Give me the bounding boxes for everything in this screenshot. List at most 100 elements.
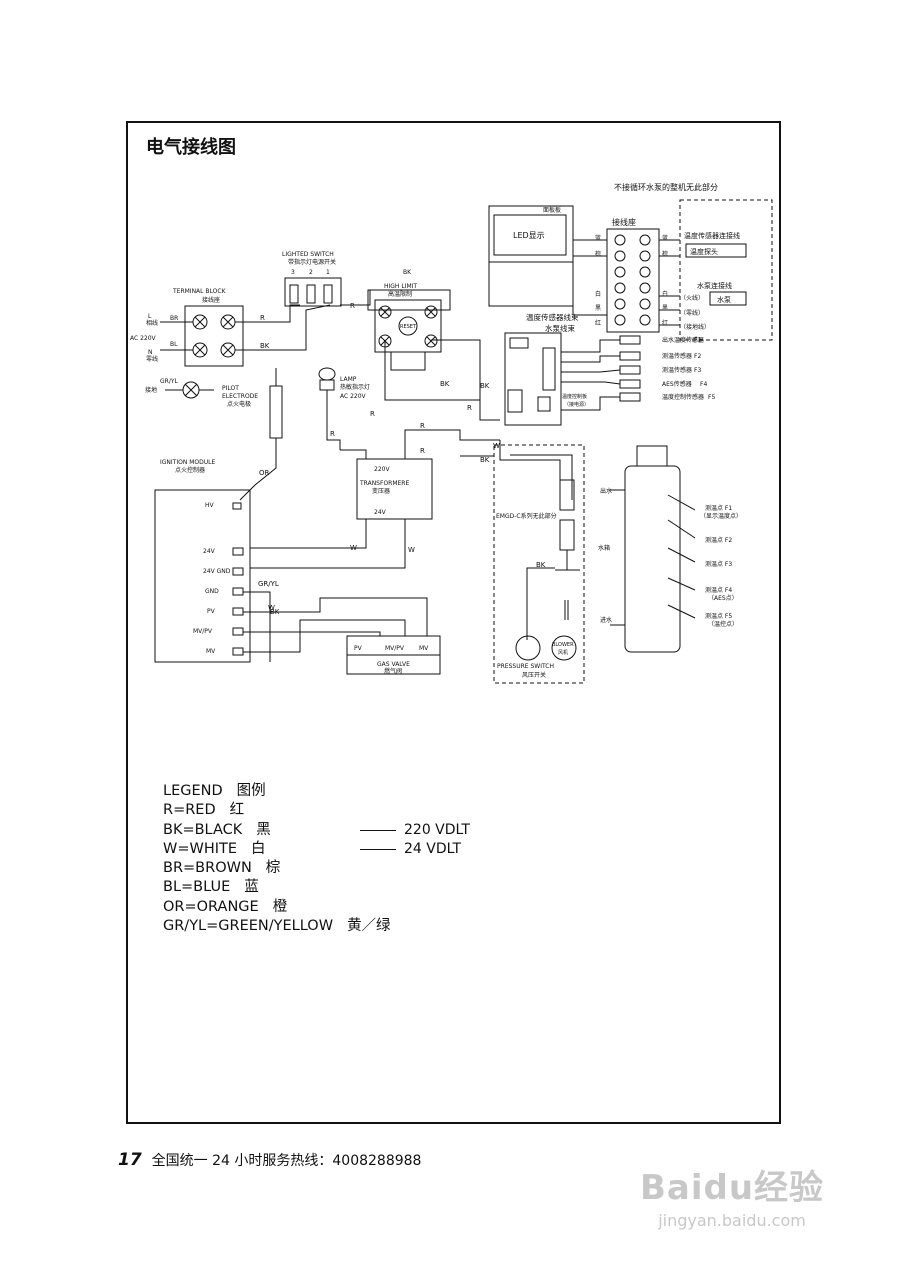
tank-point-4-sub: （AES点） bbox=[708, 594, 738, 602]
lighted-switch-sub: 带指示灯电源开关 bbox=[288, 258, 336, 266]
color-legend: LEGEND 图例 R=RED 红 BK=BLACK 黑 W=WHITE 白 BR=BR… bbox=[163, 782, 391, 936]
tank-label: 水箱 bbox=[598, 544, 610, 552]
voltage-220: 220 VDLT bbox=[360, 821, 470, 840]
legend-code: GR/YL=GREEN/YELLOW bbox=[163, 918, 334, 935]
pump-item-1: （火线） bbox=[680, 294, 704, 302]
wire-r-5: R bbox=[420, 447, 425, 455]
reset-label: RESET bbox=[400, 324, 417, 330]
connector-label: 接线座 bbox=[612, 217, 636, 227]
pin-mvpv: MV/PV bbox=[193, 628, 213, 635]
wire-bk-5: BK bbox=[536, 561, 546, 569]
no-pump-note: 不接循环水泵的整机无此部分 bbox=[614, 182, 718, 192]
wire-bk-3: BK bbox=[480, 382, 490, 390]
pin-hv: HV bbox=[205, 502, 215, 509]
legend-cn: 图例 bbox=[236, 783, 266, 799]
legend-code: OR=ORANGE bbox=[163, 898, 259, 915]
lamp-sub: 热敏指示灯 bbox=[340, 383, 370, 391]
wire-w-2: W bbox=[408, 546, 415, 554]
transformer-sub: 变压器 bbox=[372, 487, 390, 495]
legend-item: OR=ORANGE 橙 bbox=[163, 898, 391, 917]
wire-r-3: R bbox=[370, 410, 375, 418]
pin-pv: PV bbox=[207, 608, 216, 615]
transformer-24v: 24V bbox=[374, 509, 387, 516]
sensor-5-tag: F5 bbox=[708, 394, 715, 401]
wire-gryl: GR/YL bbox=[258, 580, 279, 588]
wire-r-1: R bbox=[260, 314, 265, 322]
wire-bk-2: BK bbox=[440, 380, 450, 388]
harness-2: 水泵线束 bbox=[545, 323, 575, 333]
legend-code: BK=BLACK bbox=[163, 821, 243, 838]
pilot-gryl: GR/YL bbox=[160, 378, 179, 385]
watermark-url: jingyan.baidu.com bbox=[658, 1211, 806, 1230]
switch-pin-2: 2 bbox=[309, 269, 313, 276]
high-limit-label: HIGH LIMIT bbox=[384, 283, 417, 290]
wire-r-4: R bbox=[420, 422, 425, 430]
legend-item: W=WHITE 白 bbox=[163, 840, 391, 859]
led-label: LED显示 bbox=[513, 231, 545, 240]
connector-block bbox=[606, 228, 660, 333]
emgd-note: EMGD-C系列无此部分 bbox=[496, 512, 557, 520]
sensor-2-cn: 测温传感器 bbox=[662, 352, 692, 360]
service-hotline: 全国统一 24 小时服务热线：4008288988 bbox=[151, 1153, 422, 1169]
pump-line: 水泵连接线 bbox=[697, 281, 732, 290]
sensor-5-cn: 温度控制传感器 bbox=[662, 393, 704, 401]
temp-sensor-line: 温度传感器连接线 bbox=[684, 231, 740, 240]
page-title: 电气接线图 bbox=[146, 137, 236, 158]
pin-24v-gnd: 24V GND bbox=[203, 568, 231, 575]
lighted-switch bbox=[284, 277, 342, 307]
legend-code: W=WHITE bbox=[163, 840, 238, 857]
gv-mvpv: MV/PV bbox=[385, 645, 405, 652]
pilot-ground: 接地 bbox=[145, 386, 157, 394]
pilot-label: PILOT bbox=[222, 385, 239, 392]
pressure-switch-sub: 风压开关 bbox=[522, 671, 546, 679]
sensor-labels: 出水温度传感器 F1 测温传感器 F2 测温传感器 F3 AES传感器 F4 温… bbox=[662, 336, 715, 401]
wire-r-6: R bbox=[330, 430, 335, 438]
terminal-block-label: TERMINAL BLOCK bbox=[172, 288, 227, 295]
left-mark-3: 白 bbox=[595, 290, 601, 298]
tank-point-1-sub: （显示温度点） bbox=[700, 512, 742, 520]
legend-code: R=RED bbox=[163, 802, 216, 819]
harness-1: 温度传感器线束 bbox=[526, 312, 579, 322]
voltage-legend: 220 VDLT 24 VDLT bbox=[360, 821, 470, 860]
pump-option-box bbox=[679, 199, 773, 341]
page-frame bbox=[126, 121, 781, 1124]
legend-item: BK=BLACK 黑 bbox=[163, 821, 391, 840]
legend-cn: 黑 bbox=[256, 821, 271, 838]
legend-code: BL=BLUE bbox=[163, 879, 231, 896]
wire-bl: BL bbox=[170, 341, 178, 348]
tank-out: 出水 bbox=[600, 487, 612, 495]
emgd-box bbox=[493, 444, 585, 684]
tank-point-1: 测温点 F1 bbox=[705, 504, 732, 512]
sensor-4-cn: AES传感器 bbox=[662, 380, 692, 388]
pilot-sub: 点火电极 bbox=[227, 400, 251, 408]
legend-cn: 红 bbox=[229, 802, 245, 819]
high-limit-sub: 高温限制 bbox=[388, 290, 412, 298]
wire-r-7: R bbox=[467, 404, 472, 412]
right-mark-4: 黑 bbox=[662, 305, 668, 312]
lamp-label: LAMP bbox=[340, 376, 357, 383]
blower-sub: 风机 bbox=[558, 649, 568, 656]
wire-w-1: W bbox=[350, 544, 357, 552]
pin-mv: MV bbox=[206, 648, 216, 655]
legend-cn: 橙 bbox=[272, 898, 288, 915]
legend-cn: 白 bbox=[251, 840, 266, 857]
tank-point-3: 测温点 F3 bbox=[705, 560, 732, 568]
terminal-l-sub: 相线 bbox=[146, 319, 158, 327]
gv-mv: MV bbox=[419, 645, 429, 652]
voltage-24: 24 VDLT bbox=[360, 840, 470, 859]
left-mark-2: 棕 bbox=[595, 250, 601, 258]
sensor-3-tag: F3 bbox=[694, 367, 701, 374]
tank-in: 进水 bbox=[600, 616, 612, 624]
led-panel bbox=[488, 205, 574, 307]
tank-point-4: 测温点 F4 bbox=[705, 586, 732, 594]
switch-pin-3: 3 bbox=[291, 269, 295, 276]
wire-w-4: W bbox=[493, 442, 500, 450]
ignition-sub: 点火控制器 bbox=[175, 466, 205, 474]
legend-code: LEGEND bbox=[163, 783, 223, 799]
gas-valve-sub: 燃气阀 bbox=[384, 667, 402, 675]
